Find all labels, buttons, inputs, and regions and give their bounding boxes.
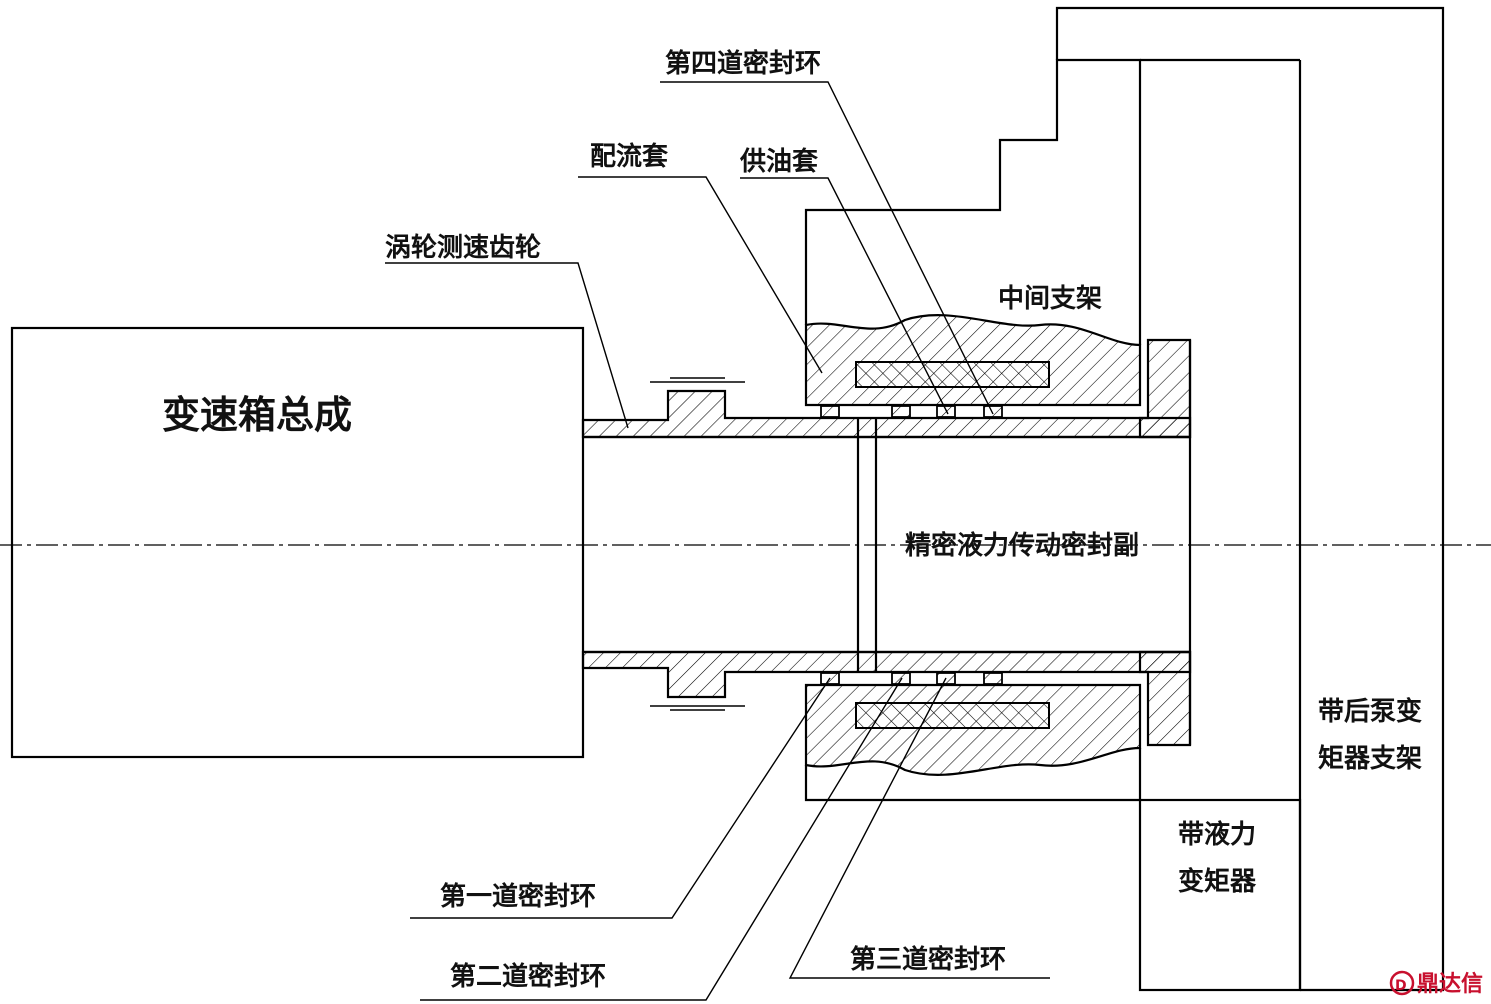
- shaft-flange: [1138, 338, 1192, 747]
- leader-lines: [385, 81, 1050, 1001]
- speed-gear-teeth: [650, 377, 745, 711]
- distribution-sleeve-label: 配流套: [590, 142, 669, 172]
- middle-bracket-upper-section: [804, 314, 1142, 407]
- rear-pump-bracket-label-line1: 带后泵变: [1318, 696, 1422, 727]
- third-seal-ring-label: 第三道密封环: [850, 944, 1006, 975]
- turbine-speed-gear-label: 涡轮测速齿轮: [385, 233, 541, 263]
- torque-converter-label-line1: 带液力: [1178, 820, 1256, 850]
- lower-seal-rings: [820, 672, 1003, 685]
- gearbox-assembly-label: 变速箱总成: [162, 393, 352, 437]
- watermark-icon: [1389, 970, 1415, 996]
- gearbox-assembly-body: [10, 326, 585, 759]
- oil-supply-sleeve-label: 供油套: [739, 147, 819, 177]
- middle-bracket-outline: [804, 58, 1142, 802]
- torque-converter-label-line2: 变矩器: [1178, 866, 1257, 897]
- precision-seal-pair-label: 精密液力传动密封副: [905, 530, 1139, 561]
- watermark-logo: D 鼎达信: [1389, 970, 1483, 997]
- middle-bracket-lower-section: [804, 683, 1142, 776]
- rear-pump-bracket-label-line2: 矩器支架: [1318, 744, 1422, 774]
- radial-oil-passage: [856, 418, 878, 672]
- middle-bracket-label: 中间支架: [998, 284, 1102, 314]
- upper-seal-rings: [820, 405, 1003, 418]
- watermark-text: 鼎达信: [1417, 971, 1483, 997]
- watermark-icon-glyph: D: [1395, 978, 1407, 994]
- fourth-seal-ring-label: 第四道密封环: [665, 48, 821, 79]
- rear-pump-bracket-outline: [1055, 6, 1445, 992]
- first-seal-ring-label: 第一道密封环: [440, 881, 596, 912]
- second-seal-ring-label: 第二道密封环: [450, 961, 606, 992]
